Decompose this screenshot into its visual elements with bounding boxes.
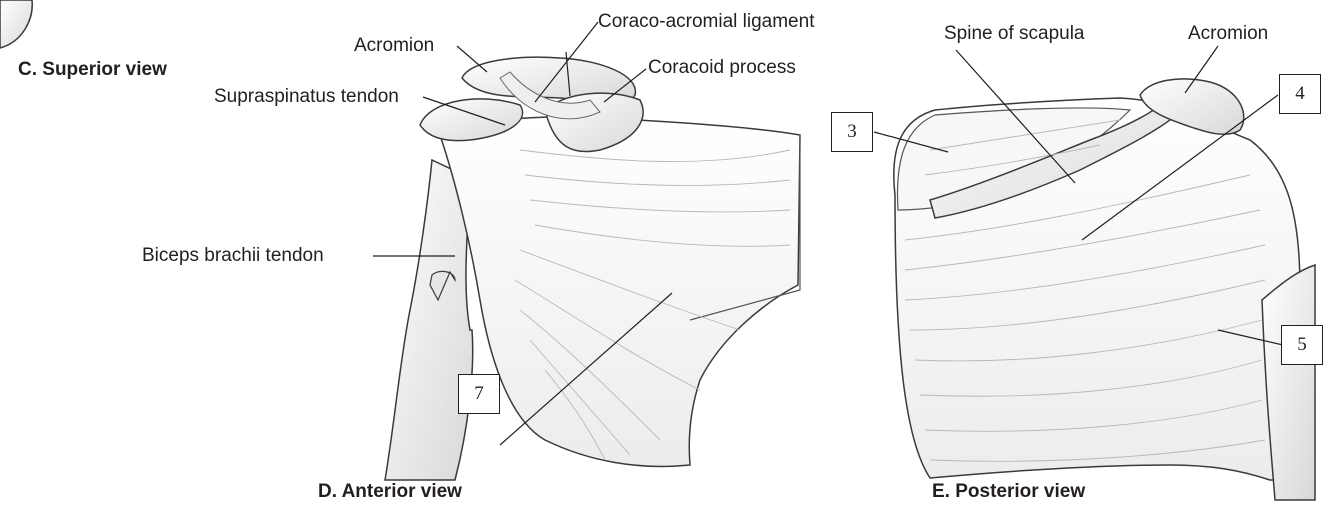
label-biceps-brachii-tendon: Biceps brachii tendon — [142, 246, 324, 266]
label-box-5: 5 — [1281, 325, 1323, 365]
label-box-4: 4 — [1279, 74, 1321, 114]
label-acromion-posterior: Acromion — [1188, 24, 1268, 44]
label-coracoid-process: Coracoid process — [648, 58, 796, 78]
label-acromion-anterior: Acromion — [354, 36, 434, 56]
caption-anterior-view: D. Anterior view — [318, 482, 462, 502]
caption-posterior-view: E. Posterior view — [932, 482, 1085, 502]
label-supraspinatus-tendon: Supraspinatus tendon — [214, 87, 399, 107]
subscapularis-muscle — [440, 117, 800, 466]
anterior-view-drawing — [373, 22, 800, 480]
label-spine-of-scapula: Spine of scapula — [944, 24, 1085, 44]
label-box-3: 3 — [831, 112, 873, 152]
caption-superior-view: C. Superior view — [18, 60, 167, 80]
label-coraco-acromial-ligament: Coraco-acromial ligament — [598, 12, 814, 32]
humerus — [385, 160, 473, 480]
posterior-view-drawing — [874, 46, 1315, 500]
superior-view-bone — [0, 0, 32, 48]
label-box-7: 7 — [458, 374, 500, 414]
